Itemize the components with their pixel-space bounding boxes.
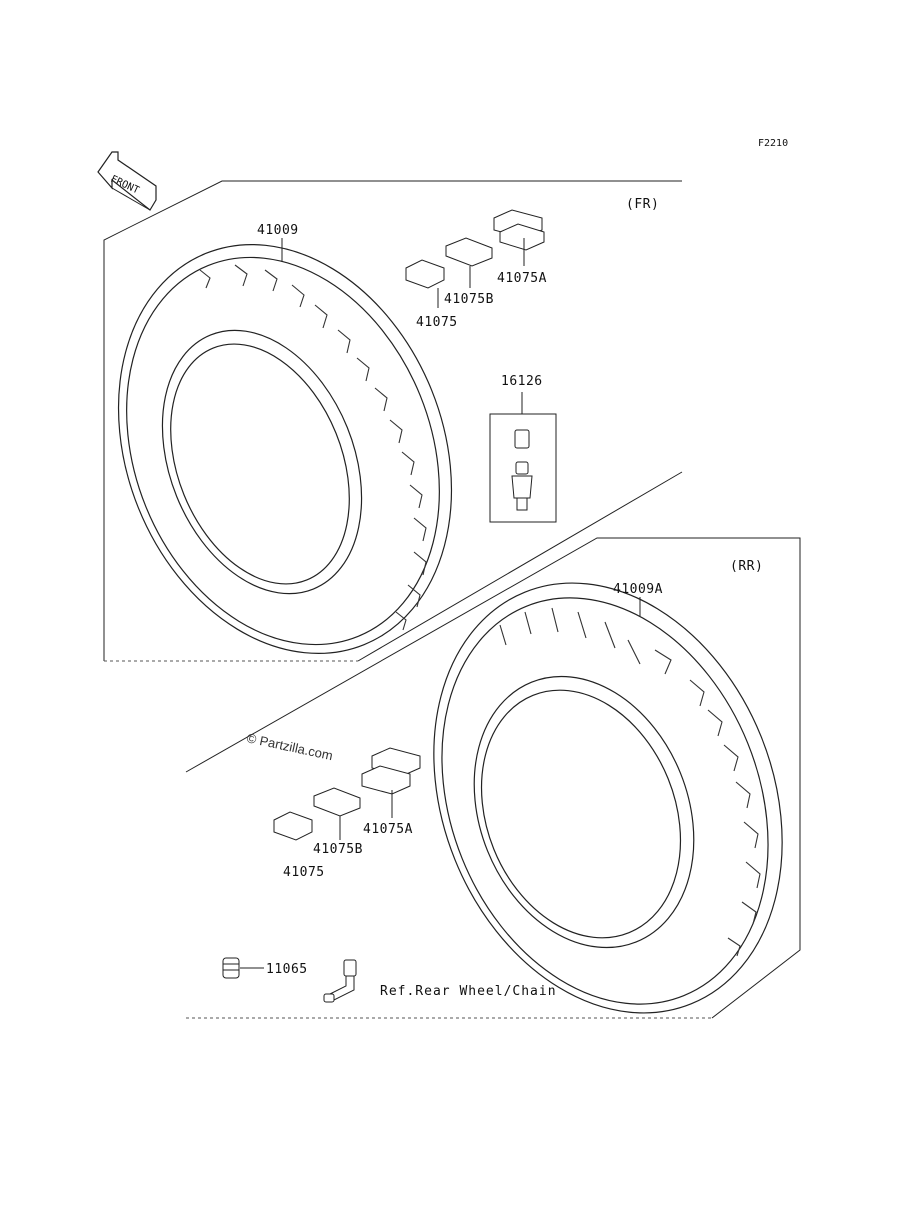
- rear-weight-b-label: 41075B: [313, 842, 363, 857]
- front-weight-41075: [405, 259, 445, 289]
- rear-tire: [433, 582, 783, 1014]
- front-weight-a-label: 41075A: [497, 271, 547, 286]
- valve-cap-icon: [222, 957, 240, 979]
- front-tire-part-number: 41009: [257, 223, 299, 238]
- rear-weight-label: 41075: [283, 865, 325, 880]
- rear-weight-a-label: 41075A: [363, 822, 413, 837]
- front-tire: [117, 244, 453, 654]
- front-arrow-icon: FRONT: [97, 151, 157, 211]
- front-weight-b-label: 41075B: [444, 292, 494, 307]
- front-section-label: (FR): [626, 197, 659, 212]
- rear-section-label: (RR): [730, 559, 763, 574]
- front-weight-41075b: [445, 237, 493, 267]
- reference-note: Ref.Rear Wheel/Chain: [380, 984, 557, 999]
- rear-weight-41075: [273, 811, 313, 841]
- watermark: © Partzilla.com: [245, 730, 334, 763]
- valve-box: [489, 413, 557, 523]
- rear-weight-41075a: [361, 747, 421, 795]
- front-section-border: [103, 180, 683, 662]
- valve-icon: [511, 429, 533, 511]
- diagram-code: F2210: [758, 138, 788, 149]
- front-weight-label: 41075: [416, 315, 458, 330]
- rear-weight-41075b: [313, 787, 361, 817]
- rear-section-border: [185, 537, 801, 1019]
- rear-tire-part-number: 41009A: [613, 582, 663, 597]
- valve-part-number: 16126: [501, 374, 543, 389]
- rear-valve-icon: [323, 959, 357, 1003]
- valve-cap-part-number: 11065: [266, 962, 308, 977]
- front-weight-41075a: [493, 209, 545, 251]
